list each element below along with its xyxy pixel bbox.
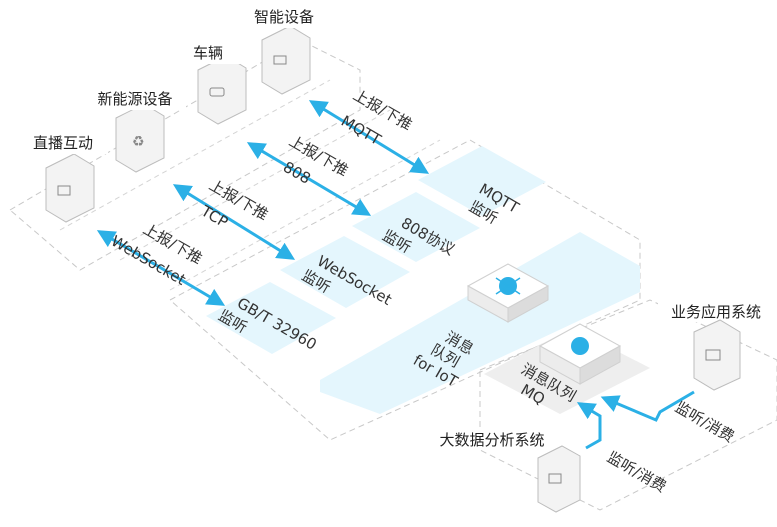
outer-region-device-layer (9, 39, 361, 271)
arrow-websocket (96, 230, 226, 306)
business-system-label: 业务应用系统 (671, 303, 761, 321)
arrow-mq-to-bigdata (576, 402, 602, 450)
screen-icon (57, 185, 71, 196)
svg-text:消息 队列 for IoT: 消息 队列 for IoT (410, 320, 481, 392)
recycle-icon: ♻ (132, 134, 145, 150)
big-data-system: 大数据分析系统 (424, 428, 581, 513)
link-tcp-protocol: TCP (197, 201, 231, 231)
gbt-listener-zone: GB/T 32960 监听 (206, 282, 336, 354)
device-label-vehicle: 车辆 (193, 44, 223, 62)
outer-region-consumer-layer (479, 299, 777, 511)
business-action-label: 监听/消费 (672, 398, 737, 446)
link-808-protocol: 808 (280, 158, 314, 188)
device-smart: 智能设备 (234, 6, 334, 95)
arrow-mqtt (308, 100, 430, 174)
big-data-action-label: 监听/消费 (604, 448, 669, 496)
arrow-mq-to-business (600, 390, 695, 422)
device-new-energy: ♻ 新能源设备 (84, 88, 186, 173)
device-label-smart: 智能设备 (254, 8, 314, 26)
arrow-tcp (172, 184, 296, 260)
device-live: 直播互动 (20, 132, 108, 223)
device-label-live: 直播互动 (33, 134, 93, 152)
mq-iot-zone: 消息 队列 for IoT (320, 232, 640, 414)
device-label-new-energy: 新能源设备 (97, 90, 172, 108)
car-icon (209, 87, 225, 97)
mq-zone: 消息队列 MQ (484, 323, 650, 414)
chart-icon (548, 473, 562, 484)
mq-hub-icon (571, 337, 589, 355)
arrow-808 (246, 142, 372, 216)
big-data-system-label: 大数据分析系统 (439, 431, 544, 449)
device-vehicle: 车辆 (176, 42, 247, 125)
p808-listener-zone: 808协议 监听 (352, 192, 480, 262)
business-system: 业务应用系统 (658, 300, 774, 391)
monitor-icon (705, 349, 721, 361)
